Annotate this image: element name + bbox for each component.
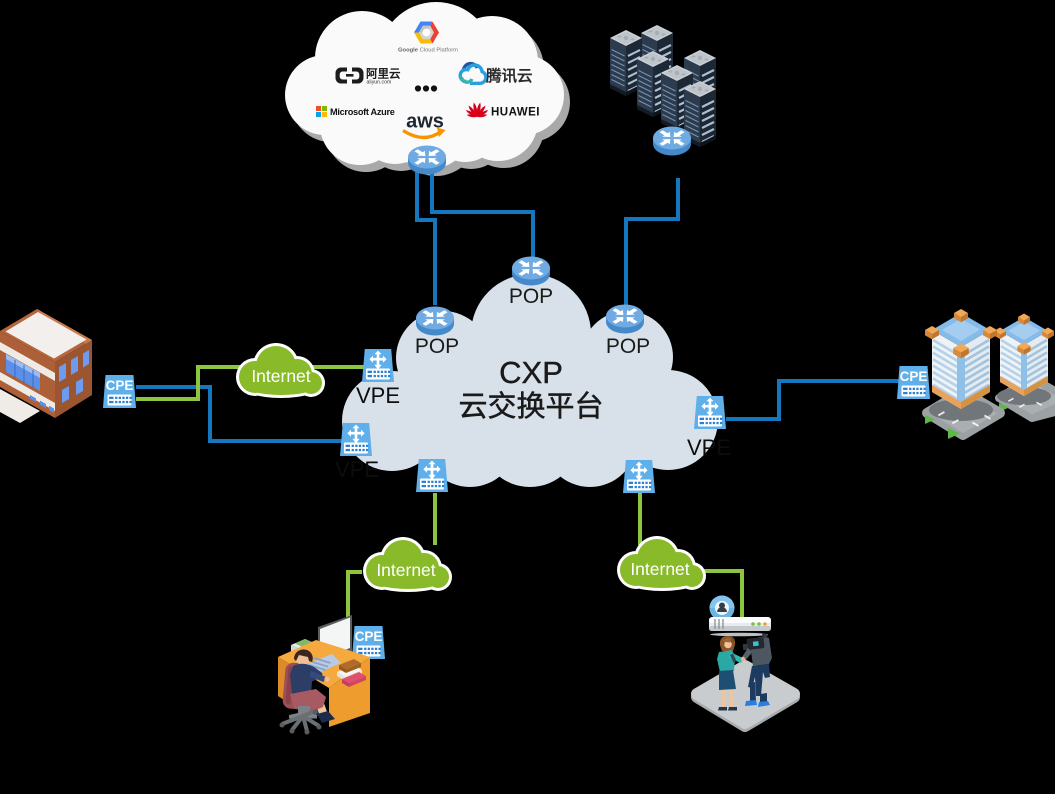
svg-text:Internet: Internet [630,559,689,579]
svg-text:腾讯云: 腾讯云 [486,66,533,85]
svg-text:POP: POP [509,285,553,308]
svg-text:阿里云: 阿里云 [366,67,401,81]
svg-text:POP: POP [606,335,650,358]
svg-text:aws: aws [406,111,444,133]
svg-text:VPE: VPE [335,457,379,482]
svg-text:POP: POP [415,335,459,358]
svg-text:VPE: VPE [687,435,731,460]
svg-text:Microsoft Azure: Microsoft Azure [330,107,395,117]
svg-text:Google Cloud Platform: Google Cloud Platform [398,48,458,54]
svg-text:Internet: Internet [251,366,310,386]
svg-text:VPE: VPE [356,383,400,408]
svg-text:云交换平台: 云交换平台 [458,390,603,423]
svg-text:CXP: CXP [499,355,563,390]
svg-text:Internet: Internet [376,560,435,580]
svg-text:HUAWEI: HUAWEI [491,107,540,119]
svg-text:aliyun.com: aliyun.com [367,80,392,86]
